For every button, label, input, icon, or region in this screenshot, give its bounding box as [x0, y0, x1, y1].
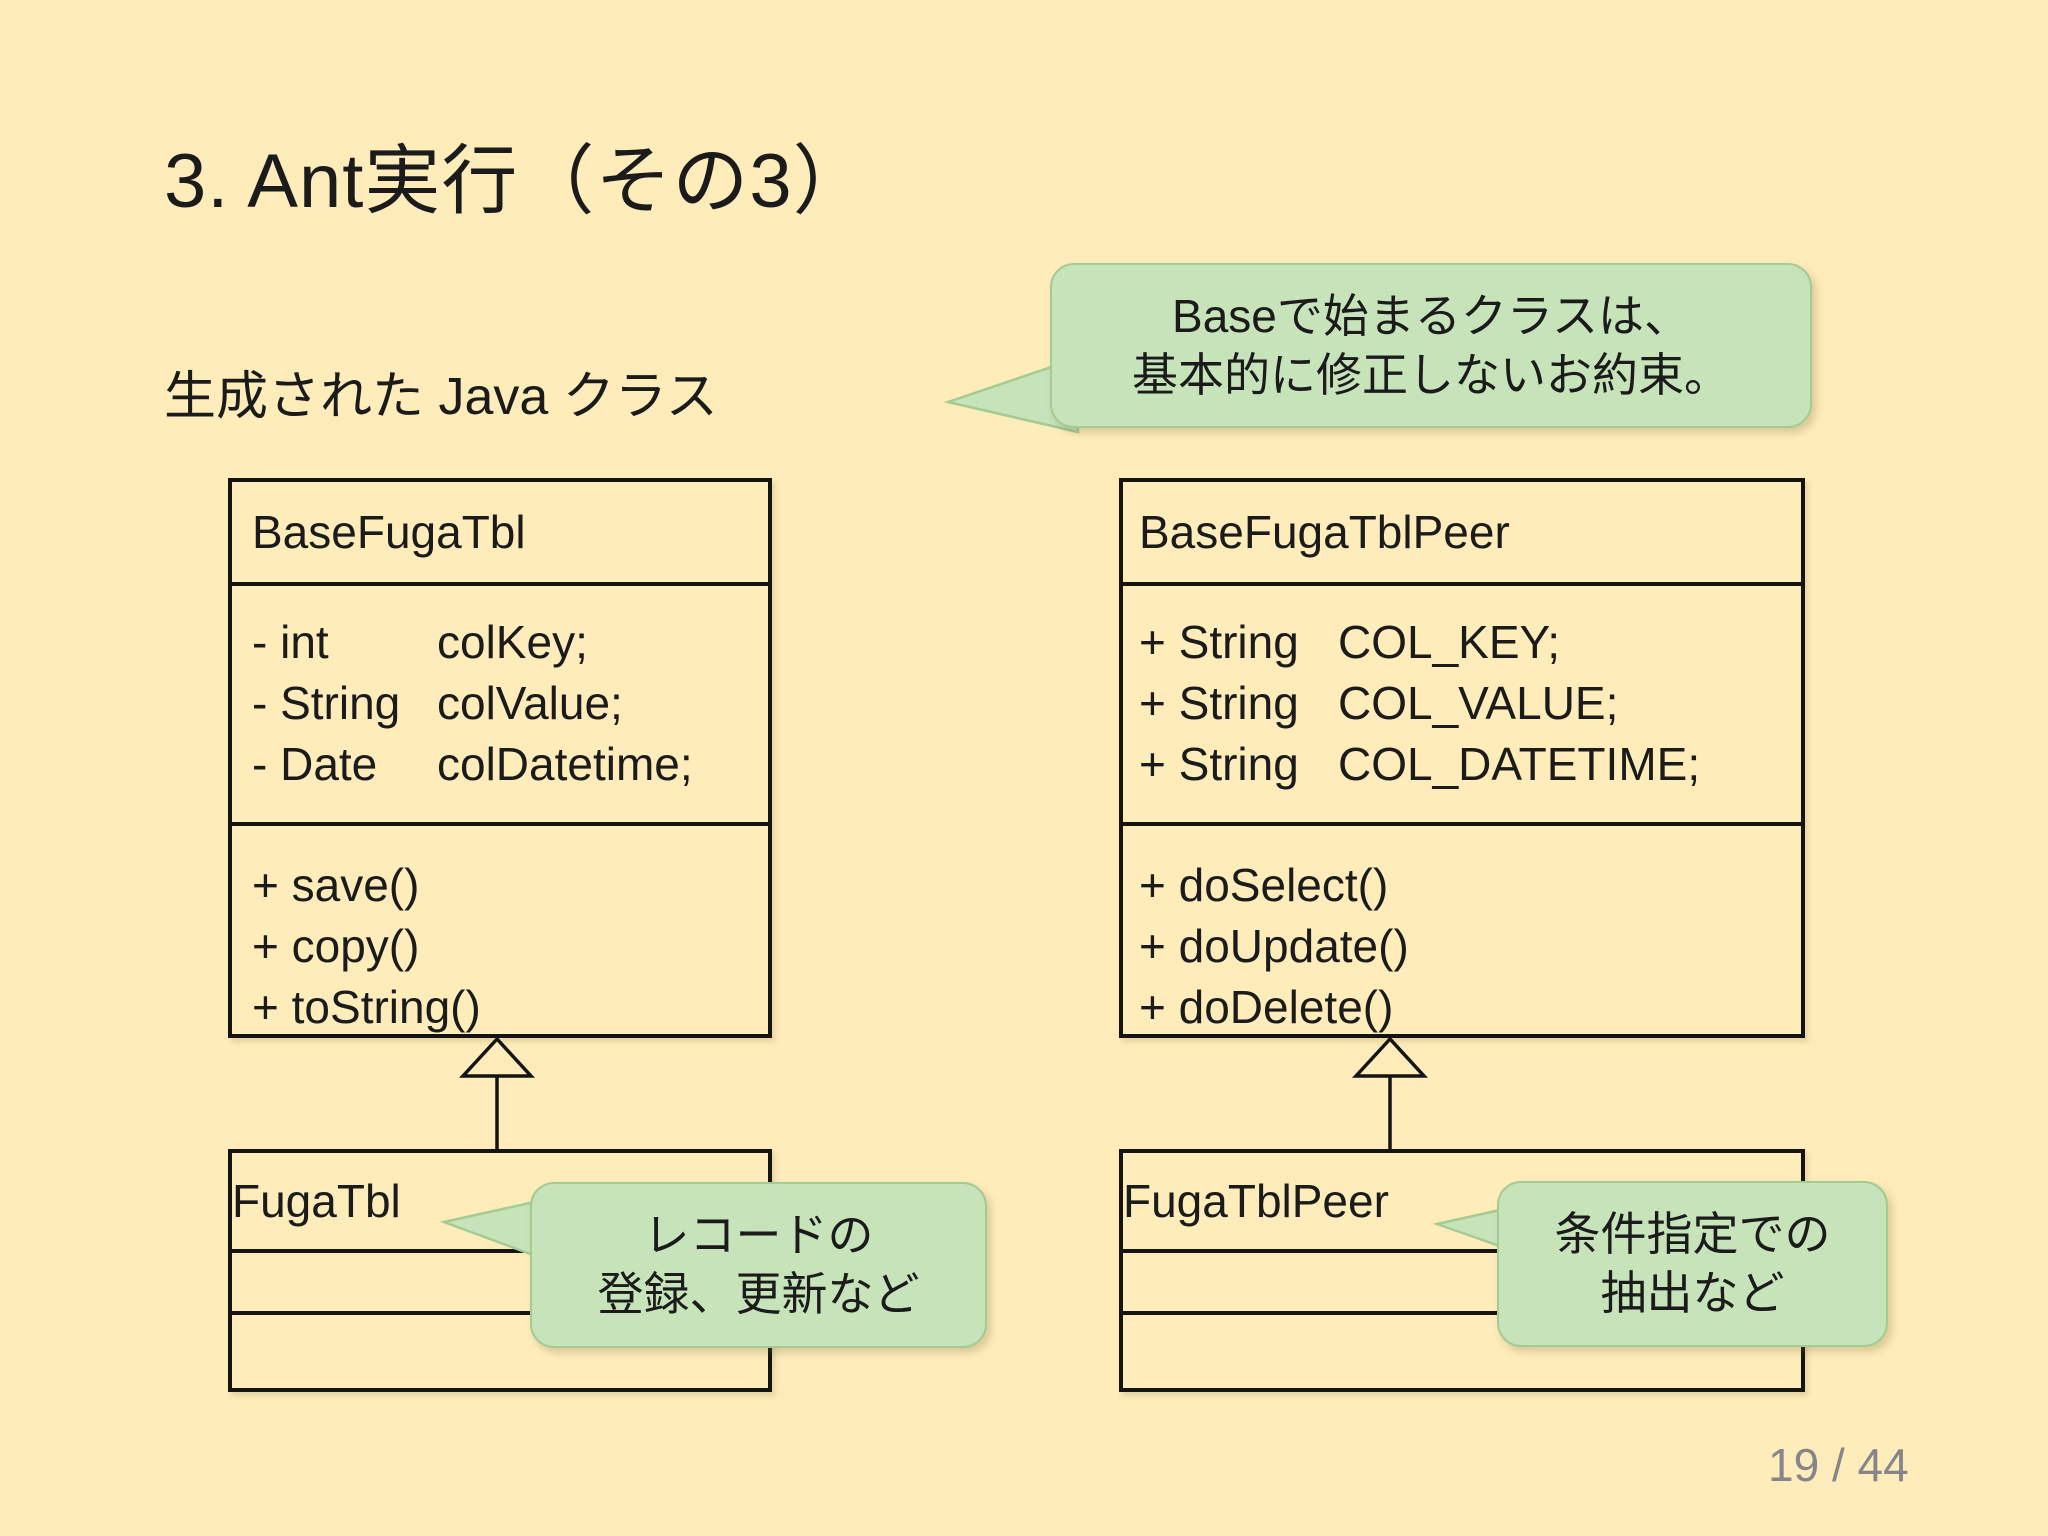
field-type: + String: [1139, 616, 1299, 668]
field-type: - String: [252, 677, 401, 729]
callout-text-line: 条件指定での: [1554, 1208, 1831, 1260]
methods-compartment: + save() + copy() + toString(): [232, 826, 768, 1038]
inheritance-triangle-icon: [1352, 1036, 1428, 1078]
field-name: COL_KEY;: [1338, 616, 1561, 668]
callout-record-note: レコードの 登録、更新など: [530, 1182, 987, 1348]
class-name-compartment: BaseFugaTblPeer: [1123, 482, 1801, 586]
method-row: + doUpdate(): [1139, 920, 1409, 972]
fields-compartment: - int colKey; - String colValue; - Date col…: [232, 586, 768, 826]
callout-text-line: レコードの: [643, 1209, 874, 1261]
class-name-compartment: BaseFugaTbl: [232, 482, 768, 586]
inheritance-connector-right: [1352, 1036, 1428, 1153]
field-row: - Date colDatetime;: [252, 734, 768, 795]
class-name: FugaTblPeer: [1123, 1175, 1389, 1227]
field-type: - Date: [252, 738, 378, 790]
class-name: BaseFugaTbl: [252, 506, 526, 558]
field-row: - int colKey;: [252, 612, 768, 673]
field-row: - String colValue;: [252, 673, 768, 734]
field-name: colValue;: [437, 677, 623, 729]
callout-base-note: Baseで始まるクラスは、 基本的に修正しないお約束。: [1050, 263, 1812, 428]
field-name: COL_VALUE;: [1338, 677, 1619, 729]
methods-compartment: + doSelect() + doUpdate() + doDelete(): [1123, 826, 1801, 1038]
field-name: colKey;: [437, 616, 588, 668]
method-row: + copy(): [252, 920, 420, 972]
class-name-compartment: FugaTbl: [232, 1153, 768, 1253]
page-number: 19 / 44: [1768, 1439, 1909, 1491]
empty-fields-compartment: [232, 1253, 768, 1315]
field-type: + String: [1139, 738, 1299, 790]
field-type: + String: [1139, 677, 1299, 729]
callout-text-line: 基本的に修正しないお約束。: [1132, 348, 1730, 401]
method-row: + doSelect(): [1139, 859, 1389, 911]
method-row: + save(): [252, 859, 420, 911]
field-type: - int: [252, 616, 329, 668]
method-row: + toString(): [252, 981, 481, 1033]
field-name: colDatetime;: [437, 738, 693, 790]
callout-text-line: Baseで始まるクラスは、: [1172, 289, 1690, 342]
empty-fields-compartment: [1123, 1253, 1801, 1315]
inheritance-connector-left: [459, 1036, 535, 1153]
class-name-compartment: FugaTblPeer: [1123, 1153, 1801, 1253]
field-name: COL_DATETIME;: [1338, 738, 1701, 790]
inheritance-triangle-icon: [459, 1036, 535, 1078]
field-row: + String COL_KEY;: [1139, 612, 1801, 673]
class-name: BaseFugaTblPeer: [1139, 506, 1510, 558]
callout-text-line: 抽出など: [1600, 1267, 1785, 1319]
uml-class-fugatbl: FugaTbl: [228, 1149, 772, 1392]
method-row: + doDelete(): [1139, 981, 1394, 1033]
page-title: 3. Ant実行（その3）: [164, 139, 870, 224]
field-row: + String COL_DATETIME;: [1139, 734, 1801, 795]
field-row: + String COL_VALUE;: [1139, 673, 1801, 734]
uml-class-basefugatbl: BaseFugaTbl - int colKey; - String colValu…: [228, 478, 772, 1038]
class-name: FugaTbl: [232, 1175, 401, 1227]
callout-criteria-note: 条件指定での 抽出など: [1497, 1181, 1888, 1347]
uml-class-fugatblpeer: FugaTblPeer: [1119, 1149, 1805, 1392]
uml-class-basefugatblpeer: BaseFugaTblPeer + String COL_KEY; + Strin…: [1119, 478, 1805, 1038]
slide-subtitle: 生成された Java クラス: [164, 368, 718, 426]
callout-text-line: 登録、更新など: [597, 1268, 920, 1320]
